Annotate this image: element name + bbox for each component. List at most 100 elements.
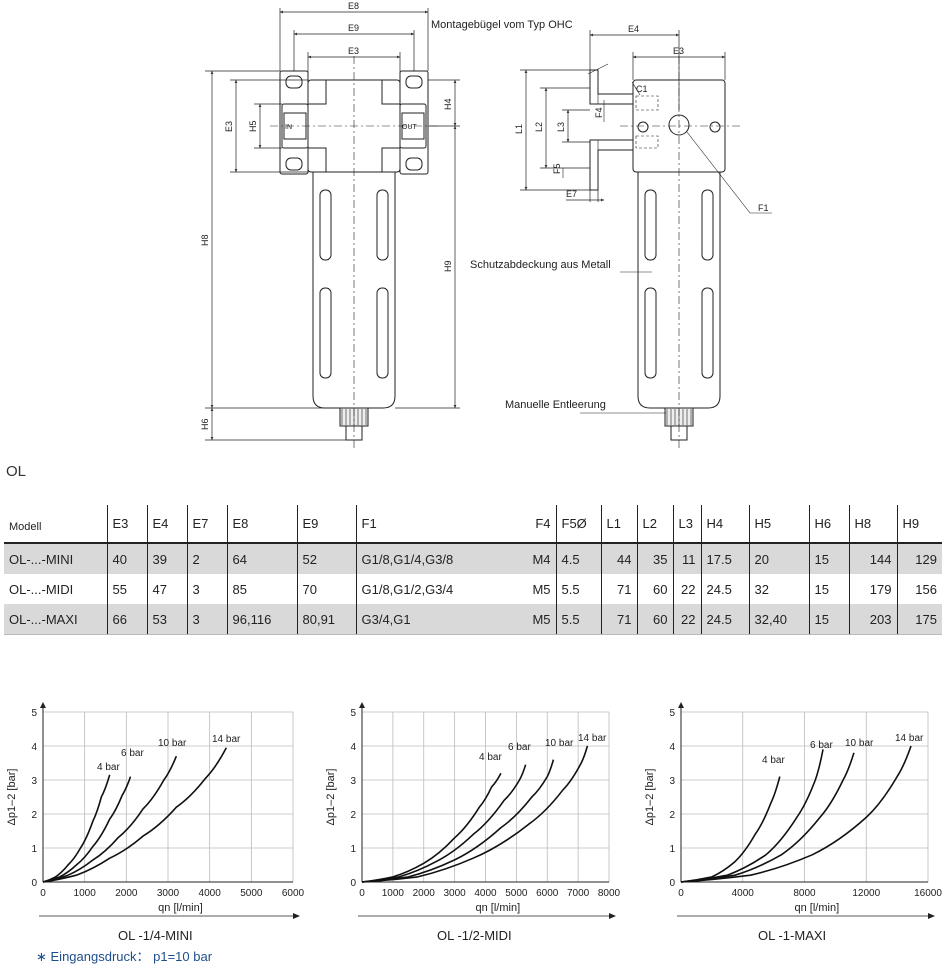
table-cell: G3/4,G1: [355, 604, 516, 635]
table-cell: 24.5: [700, 604, 749, 635]
series-label: 4 bar: [479, 752, 502, 763]
dim-h8: H8: [200, 234, 210, 246]
dim-l1: L1: [514, 124, 524, 134]
y-axis-arrow: [359, 702, 365, 708]
y-tick-label: 2: [31, 810, 37, 821]
section-title: OL: [6, 463, 27, 480]
dim-h9: H9: [443, 260, 453, 272]
table-cell: G1/8,G1/2,G3/4: [355, 574, 516, 604]
x-tick-label: 8000: [598, 888, 621, 899]
table-cell: M5: [532, 581, 551, 597]
table-cell: 2: [186, 543, 227, 574]
header-cell: H9: [896, 505, 942, 544]
table-cell: 60: [636, 574, 673, 604]
series-line: [42, 776, 132, 883]
y-tick-label: 5: [669, 708, 675, 719]
series-label: 6 bar: [121, 748, 144, 759]
table-cell: 17.5: [700, 543, 749, 574]
table-cell: 96,116: [226, 604, 297, 635]
y-tick-label: 1: [669, 844, 675, 855]
table-cell: 144: [848, 543, 897, 574]
table-cell: 52: [296, 543, 356, 574]
series-line: [361, 772, 502, 883]
series-line: [361, 759, 555, 883]
x-tick-label: 5000: [240, 888, 263, 899]
table-cell: 35: [636, 543, 673, 574]
header-cell: H5: [748, 505, 809, 544]
table-cell: 3: [186, 574, 227, 604]
header-cell: E8: [226, 505, 297, 544]
dim-l2: L2: [534, 122, 544, 132]
model-cell: OL-...-MAXI: [4, 604, 107, 635]
callout-cover: Schutzabdeckung aus Metall: [470, 259, 611, 271]
header-cell: E4: [146, 505, 187, 544]
y-tick-label: 4: [350, 742, 356, 753]
table-cell: 32: [748, 574, 809, 604]
y-tick-label: 4: [669, 742, 675, 753]
x-tick-label: 6000: [536, 888, 559, 899]
table-cell: 22: [672, 604, 701, 635]
y-tick-label: 1: [350, 844, 356, 855]
side-view: [589, 56, 740, 450]
x-tick-label: 1000: [74, 888, 97, 899]
table-cell: 60: [636, 604, 673, 635]
y-tick-label: 2: [350, 810, 356, 821]
table-cell: 5.5: [555, 574, 601, 604]
y-tick-label: 4: [31, 742, 37, 753]
series-label: 14 bar: [212, 734, 241, 745]
x-tick-label: 0: [678, 888, 684, 899]
y-tick-label: 3: [669, 776, 675, 787]
table-cell: 20: [748, 543, 809, 574]
x-tick-label: 6000: [282, 888, 305, 899]
table-cell: 203: [848, 604, 897, 635]
header-cell: L3: [672, 505, 701, 544]
header-cell: H8: [848, 505, 897, 544]
y-tick-label: 3: [31, 776, 37, 787]
dim-e4: E4: [628, 24, 639, 34]
series-line: [42, 747, 228, 883]
x-tick-label: 2000: [115, 888, 138, 899]
series-line: [361, 764, 527, 883]
table-cell: 55: [106, 574, 147, 604]
table-cell: 71: [600, 574, 637, 604]
table-cell: 15: [808, 543, 849, 574]
header-cell: L1: [600, 505, 637, 544]
series-line: [361, 745, 589, 883]
y-axis-label: Δp1–2 [bar]: [644, 769, 656, 826]
spec-table: Modell E3 E4 E7 E8 E9 F1 F4 F5Ø L1 L2 L3…: [4, 505, 942, 635]
port-out-label: OUT: [402, 124, 418, 131]
series-line: [42, 774, 111, 883]
y-tick-label: 1: [31, 844, 37, 855]
dim-f5: F5: [552, 163, 562, 174]
model-cell: OL-...-MINI: [9, 551, 74, 567]
dim-h5: H5: [248, 120, 258, 132]
dim-e3-right: E3: [673, 46, 684, 56]
x-tick-label: 1000: [382, 888, 405, 899]
header-cell: H4: [700, 505, 749, 544]
x-label-arrow: [928, 913, 935, 919]
dim-c1: C1: [636, 84, 648, 94]
table-cell: 15: [808, 604, 849, 635]
series-line: [42, 755, 178, 883]
table-cell: 44: [600, 543, 637, 574]
header-cell: E7: [186, 505, 227, 544]
x-tick-label: 0: [40, 888, 46, 899]
x-label-arrow: [293, 913, 300, 919]
dim-e8: E8: [348, 1, 359, 11]
y-axis-label: Δp1–2 [bar]: [6, 769, 18, 826]
series-line: [680, 745, 912, 883]
dim-e9: E9: [348, 23, 359, 33]
series-label: 6 bar: [508, 742, 531, 753]
x-tick-label: 3000: [444, 888, 467, 899]
x-tick-label: 3000: [157, 888, 180, 899]
dim-l3: L3: [556, 122, 566, 132]
x-tick-label: 4000: [474, 888, 497, 899]
table-cell: 15: [808, 574, 849, 604]
header-cell: F1: [355, 505, 516, 544]
y-tick-label: 2: [669, 810, 675, 821]
x-tick-label: 16000: [914, 888, 942, 899]
dim-e3-vertical: E3: [224, 121, 234, 132]
table-cell: 66: [106, 604, 147, 635]
